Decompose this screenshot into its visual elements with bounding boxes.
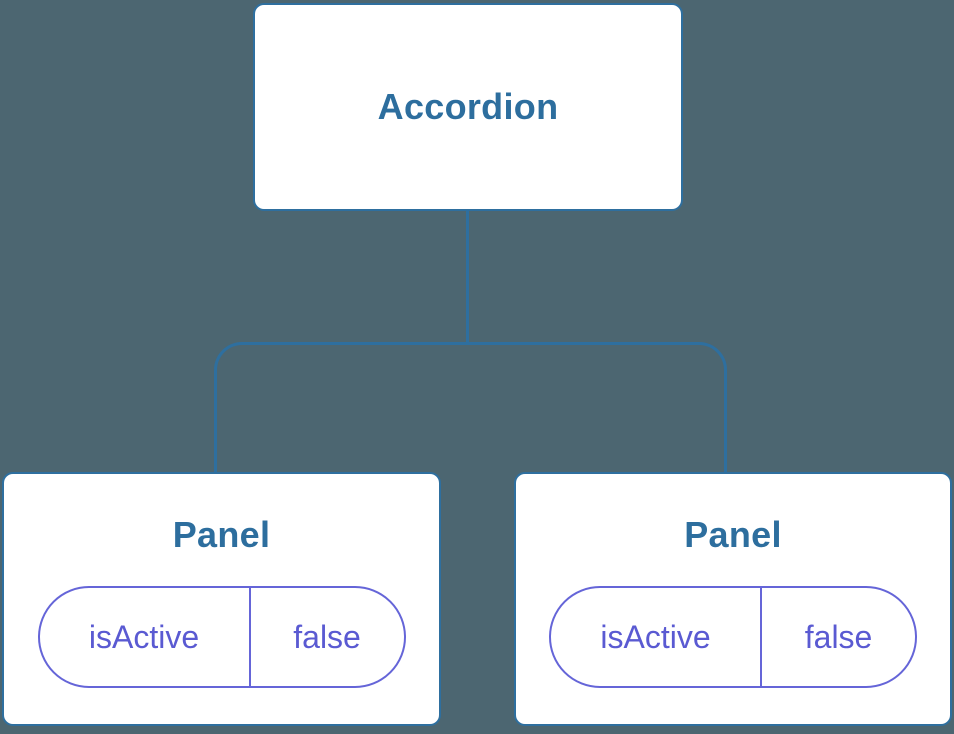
connector-vertical-line: [466, 210, 469, 344]
tree-node-panel-right: Panel isActive false: [514, 472, 952, 726]
state-key-label: isActive: [551, 588, 763, 686]
state-pill: isActive false: [549, 586, 917, 688]
tree-node-accordion: Accordion: [253, 3, 683, 211]
state-value-label: false: [804, 618, 873, 655]
connector-branch-bracket: [214, 342, 727, 472]
panel-node-label: Panel: [172, 514, 271, 555]
state-value-label: false: [293, 618, 361, 655]
panel-node-label: Panel: [684, 514, 782, 555]
tree-node-panel-left: Panel isActive false: [2, 472, 441, 726]
state-key-label: isActive: [40, 588, 251, 686]
state-pill: isActive false: [37, 586, 406, 688]
accordion-node-label: Accordion: [377, 86, 559, 127]
